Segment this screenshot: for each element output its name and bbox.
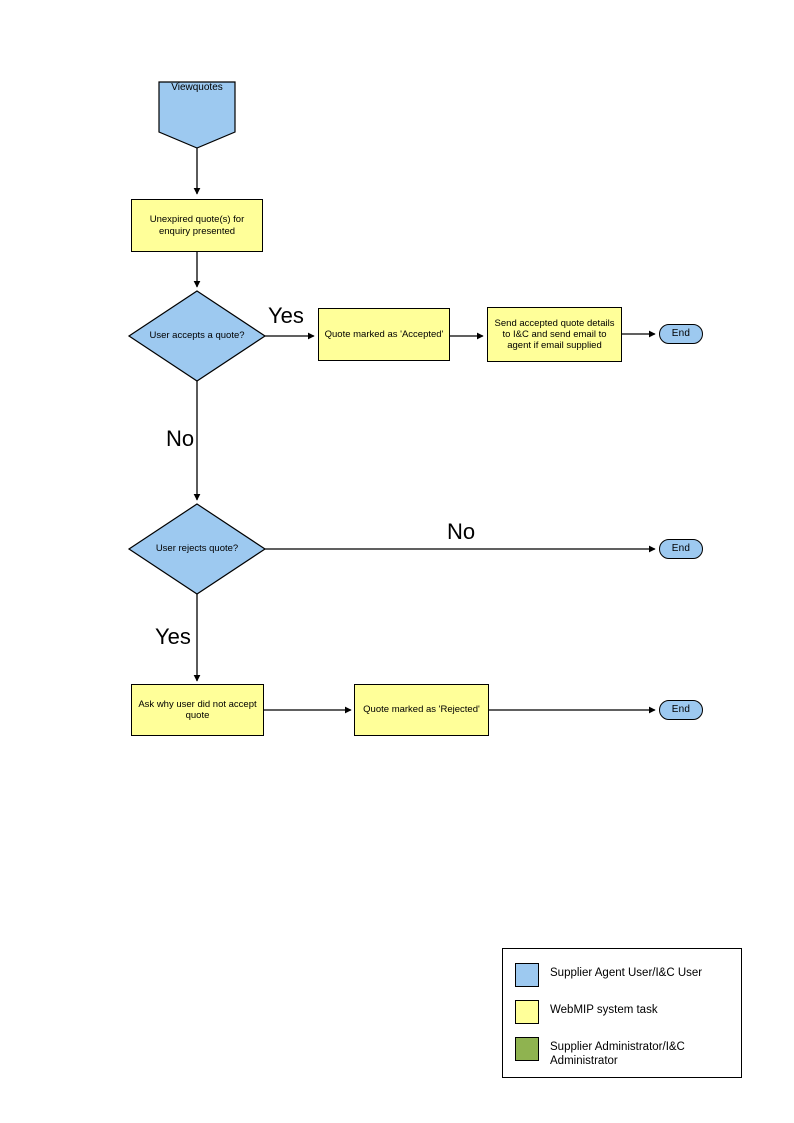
legend-swatch-green [515,1037,539,1061]
start-label: Viewquotes [171,82,223,93]
process-unexpired-quotes[interactable]: Unexpired quote(s) for enquiry presented [131,199,263,252]
decision-rejects-label: User rejects quote? [155,543,239,555]
terminator-end-rejected[interactable]: End [659,700,703,720]
edge-label-rejects-yes: Yes [155,624,191,649]
decision-accepts-label: User accepts a quote? [149,330,245,342]
decision-accepts-shape [127,290,267,382]
legend-item-supplier-admin: Supplier Administrator/I&C Administrator [515,1037,741,1069]
legend-panel: Supplier Agent User/I&C User WebMIP syst… [502,948,742,1078]
legend-swatch-yellow [515,1000,539,1024]
legend-label-webmip-task: WebMIP system task [550,1004,658,1016]
legend-item-supplier-agent: Supplier Agent User/I&C User [515,963,741,987]
process-ask-why-not-accepted[interactable]: Ask why user did not accept quote [131,684,264,736]
terminator-end-accepted[interactable]: End [659,324,703,344]
edge-label-accepts-yes: Yes [268,303,304,328]
edge-label-rejects-no: No [447,519,476,544]
process-send-accepted-details[interactable]: Send accepted quote details to I&C and s… [487,307,622,362]
process-quote-marked-rejected[interactable]: Quote marked as 'Rejected' [354,684,489,736]
legend-label-supplier-admin: Supplier Administrator/I&C Administrator [550,1041,685,1068]
legend-label-supplier-agent: Supplier Agent User/I&C User [550,967,703,979]
process-quote-marked-accepted[interactable]: Quote marked as 'Accepted' [318,308,450,361]
edge-label-accepts-no: No [166,426,195,451]
decision-rejects-shape [127,503,267,595]
legend-item-webmip-task: WebMIP system task [515,1000,741,1024]
terminator-end-no-reject[interactable]: End [659,539,703,559]
legend-swatch-blue [515,963,539,987]
